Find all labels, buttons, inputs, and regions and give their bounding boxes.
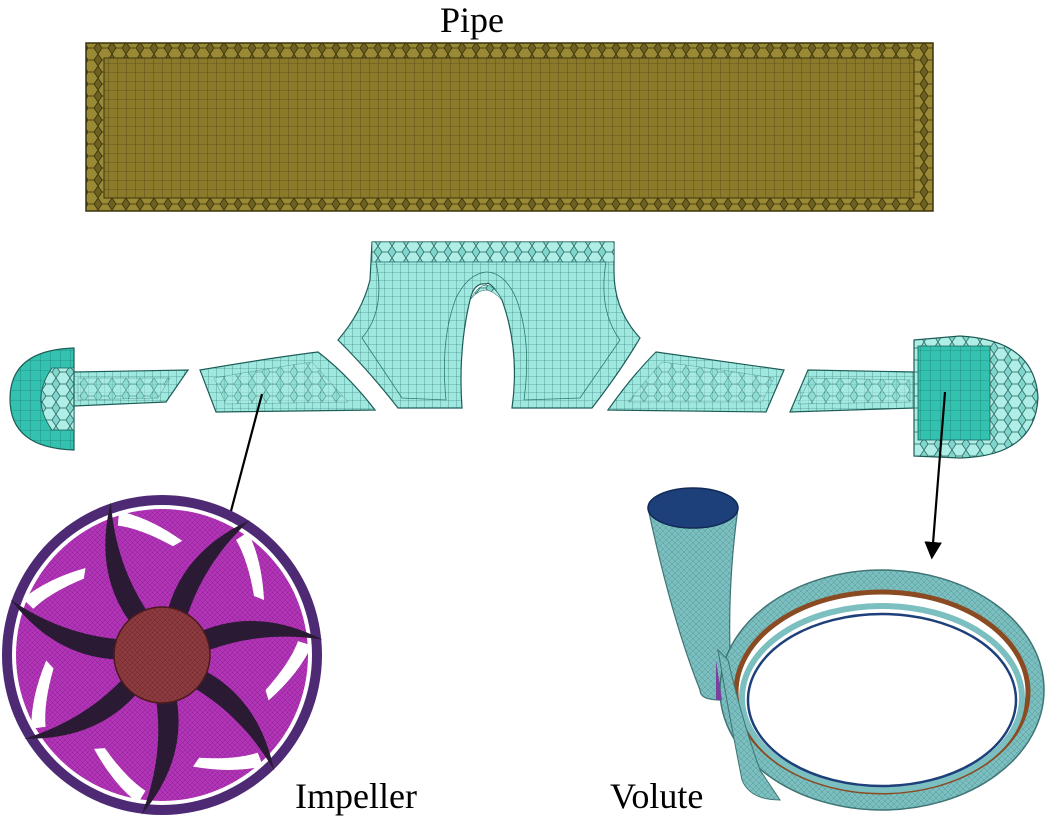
cross-section-mesh [9,241,1039,459]
impeller-label: Impeller [295,776,417,816]
pipe-mesh [85,42,934,212]
pipe-label: Pipe [440,0,505,40]
volute-label: Volute [610,776,704,816]
volute-outlet [647,487,739,529]
volute-mesh [647,487,1045,811]
down-arrow-icon [924,391,947,560]
impeller-mesh [2,495,323,815]
